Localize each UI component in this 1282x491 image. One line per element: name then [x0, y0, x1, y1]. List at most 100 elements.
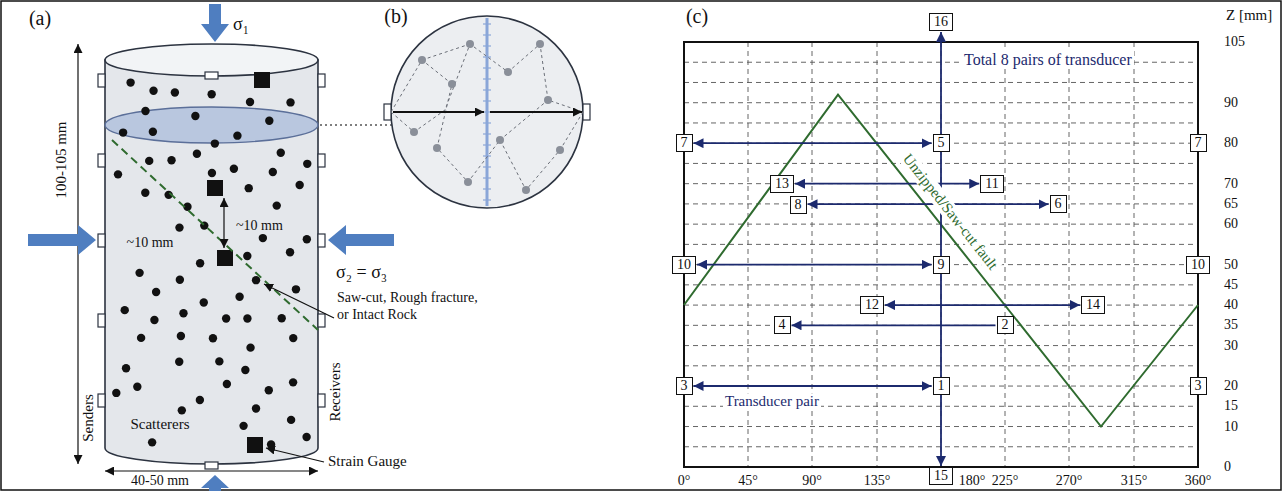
axis-tick: 105 — [1224, 34, 1245, 50]
transducer-number: 9 — [938, 257, 945, 272]
axis-tick: 50 — [1224, 257, 1238, 273]
transducer-box: 13 — [770, 175, 794, 193]
scatterer-dots — [410, 40, 564, 194]
callout-label: Saw-cut, Rough fracture, or Intact Rock — [337, 290, 487, 324]
dimension-label: 100-105 mm — [53, 121, 70, 198]
transducer-path — [808, 203, 1049, 205]
axis-tick: 35 — [1224, 317, 1238, 333]
transducer-number: 15 — [934, 468, 948, 483]
axis-tick: 30 — [1224, 338, 1238, 354]
transducer-box: 14 — [1081, 296, 1105, 314]
transducer-number: 11 — [985, 176, 998, 191]
axis-tick: 45° — [738, 473, 758, 489]
wave-arrow — [393, 111, 484, 113]
transducer-path — [694, 385, 932, 387]
axis-tick: 60 — [1224, 216, 1238, 232]
axis-tick: 70 — [1224, 176, 1238, 192]
side-label: Senders — [80, 394, 97, 442]
transducer-number: 12 — [865, 297, 879, 312]
transducer-box: 7 — [676, 134, 693, 152]
axis-tick: 65 — [1224, 196, 1238, 212]
panel-letter: (a) — [29, 7, 51, 30]
axis-tick: 40 — [1224, 297, 1238, 313]
axis-tick: 90° — [802, 473, 822, 489]
stress-label: σ₂ = σ₃ — [336, 262, 387, 283]
fault-trace — [112, 140, 318, 330]
transducer-box: 6 — [1050, 195, 1067, 213]
axis-tick: 0 — [1224, 459, 1231, 475]
side-label: Receivers — [327, 362, 344, 421]
transducer-box: 10 — [672, 256, 696, 274]
transducer-number: 10 — [1191, 257, 1205, 272]
strain-gauges — [207, 72, 270, 453]
diameter-dimension — [105, 470, 318, 471]
transducer-number: 6 — [1055, 196, 1062, 211]
transducer-box: 7 — [1190, 134, 1207, 152]
legend-note: Transducer pair — [723, 393, 821, 410]
axis-tick: 315° — [1121, 473, 1148, 489]
transducer-box: 1 — [933, 377, 950, 395]
transducer-number: 7 — [681, 135, 688, 150]
part-label: Scatterers — [130, 416, 189, 433]
transducer-number: 16 — [934, 14, 948, 29]
transducer-box: 3 — [676, 377, 693, 395]
transducer-box: 12 — [860, 296, 884, 314]
axis-title: Z [mm] — [1226, 7, 1272, 24]
transducer-path — [885, 304, 1080, 306]
transducer-path — [694, 142, 932, 144]
stress-label: σ₁ — [233, 14, 249, 35]
fault-trace — [684, 95, 1198, 427]
part-label: Strain Gauge — [328, 453, 407, 470]
transducer-number: 3 — [1195, 378, 1202, 393]
transducer-box: 10 — [1186, 256, 1210, 274]
transducer-path — [792, 324, 996, 326]
panel-letter: (c) — [686, 5, 708, 28]
transducer-number: 5 — [938, 135, 945, 150]
axis-tick: 270° — [1056, 473, 1083, 489]
transducer-number: 1 — [938, 378, 945, 393]
section-link — [320, 124, 392, 125]
wave-arrow — [490, 111, 582, 113]
transducer-number: 2 — [1002, 317, 1009, 332]
rock-cylinder — [105, 44, 318, 464]
leader-line — [266, 448, 324, 462]
leader-line — [264, 284, 334, 318]
transducer-box: 9 — [933, 256, 950, 274]
axis-tick: 360° — [1185, 473, 1212, 489]
transducer-box: 15 — [929, 467, 953, 485]
axis-ticks — [483, 24, 491, 200]
transducer-box: 2 — [997, 316, 1014, 334]
transducer-number: 8 — [795, 197, 802, 212]
transducer-box: 16 — [929, 13, 953, 31]
fault-label: Unzipped/Saw-cut fault — [898, 149, 1003, 275]
transducer-box: 8 — [790, 196, 807, 214]
axis-tick: 0° — [678, 473, 691, 489]
dimension-label: ~10 mm — [236, 218, 283, 234]
axis-tick: 80 — [1224, 135, 1238, 151]
transducer-box: 4 — [774, 316, 791, 334]
transducer-path — [940, 32, 942, 466]
scattering-paths — [391, 44, 583, 190]
axis-tick: 225° — [992, 473, 1019, 489]
transducer-path — [697, 264, 932, 266]
axis-tick: 20 — [1224, 378, 1238, 394]
axis-tick: 135° — [864, 473, 891, 489]
transducer-number: 13 — [775, 176, 789, 191]
cross-section — [391, 16, 583, 208]
transducer-number: 10 — [677, 257, 691, 272]
axis-tick: 45 — [1224, 277, 1238, 293]
stress-arrows — [28, 4, 394, 491]
transducer-box: 5 — [933, 134, 950, 152]
axis-tick: 90 — [1224, 95, 1238, 111]
transducer-path — [795, 183, 979, 185]
dimension-label: ~10 mm — [127, 235, 174, 251]
transducer-number: 14 — [1086, 297, 1100, 312]
transducer-box: 3 — [1190, 377, 1207, 395]
transducer-box: 11 — [980, 175, 1003, 193]
note-label: Total 8 pairs of transducer — [962, 51, 1134, 69]
spacing-arrow — [223, 198, 224, 248]
transducer-pads — [98, 72, 325, 469]
